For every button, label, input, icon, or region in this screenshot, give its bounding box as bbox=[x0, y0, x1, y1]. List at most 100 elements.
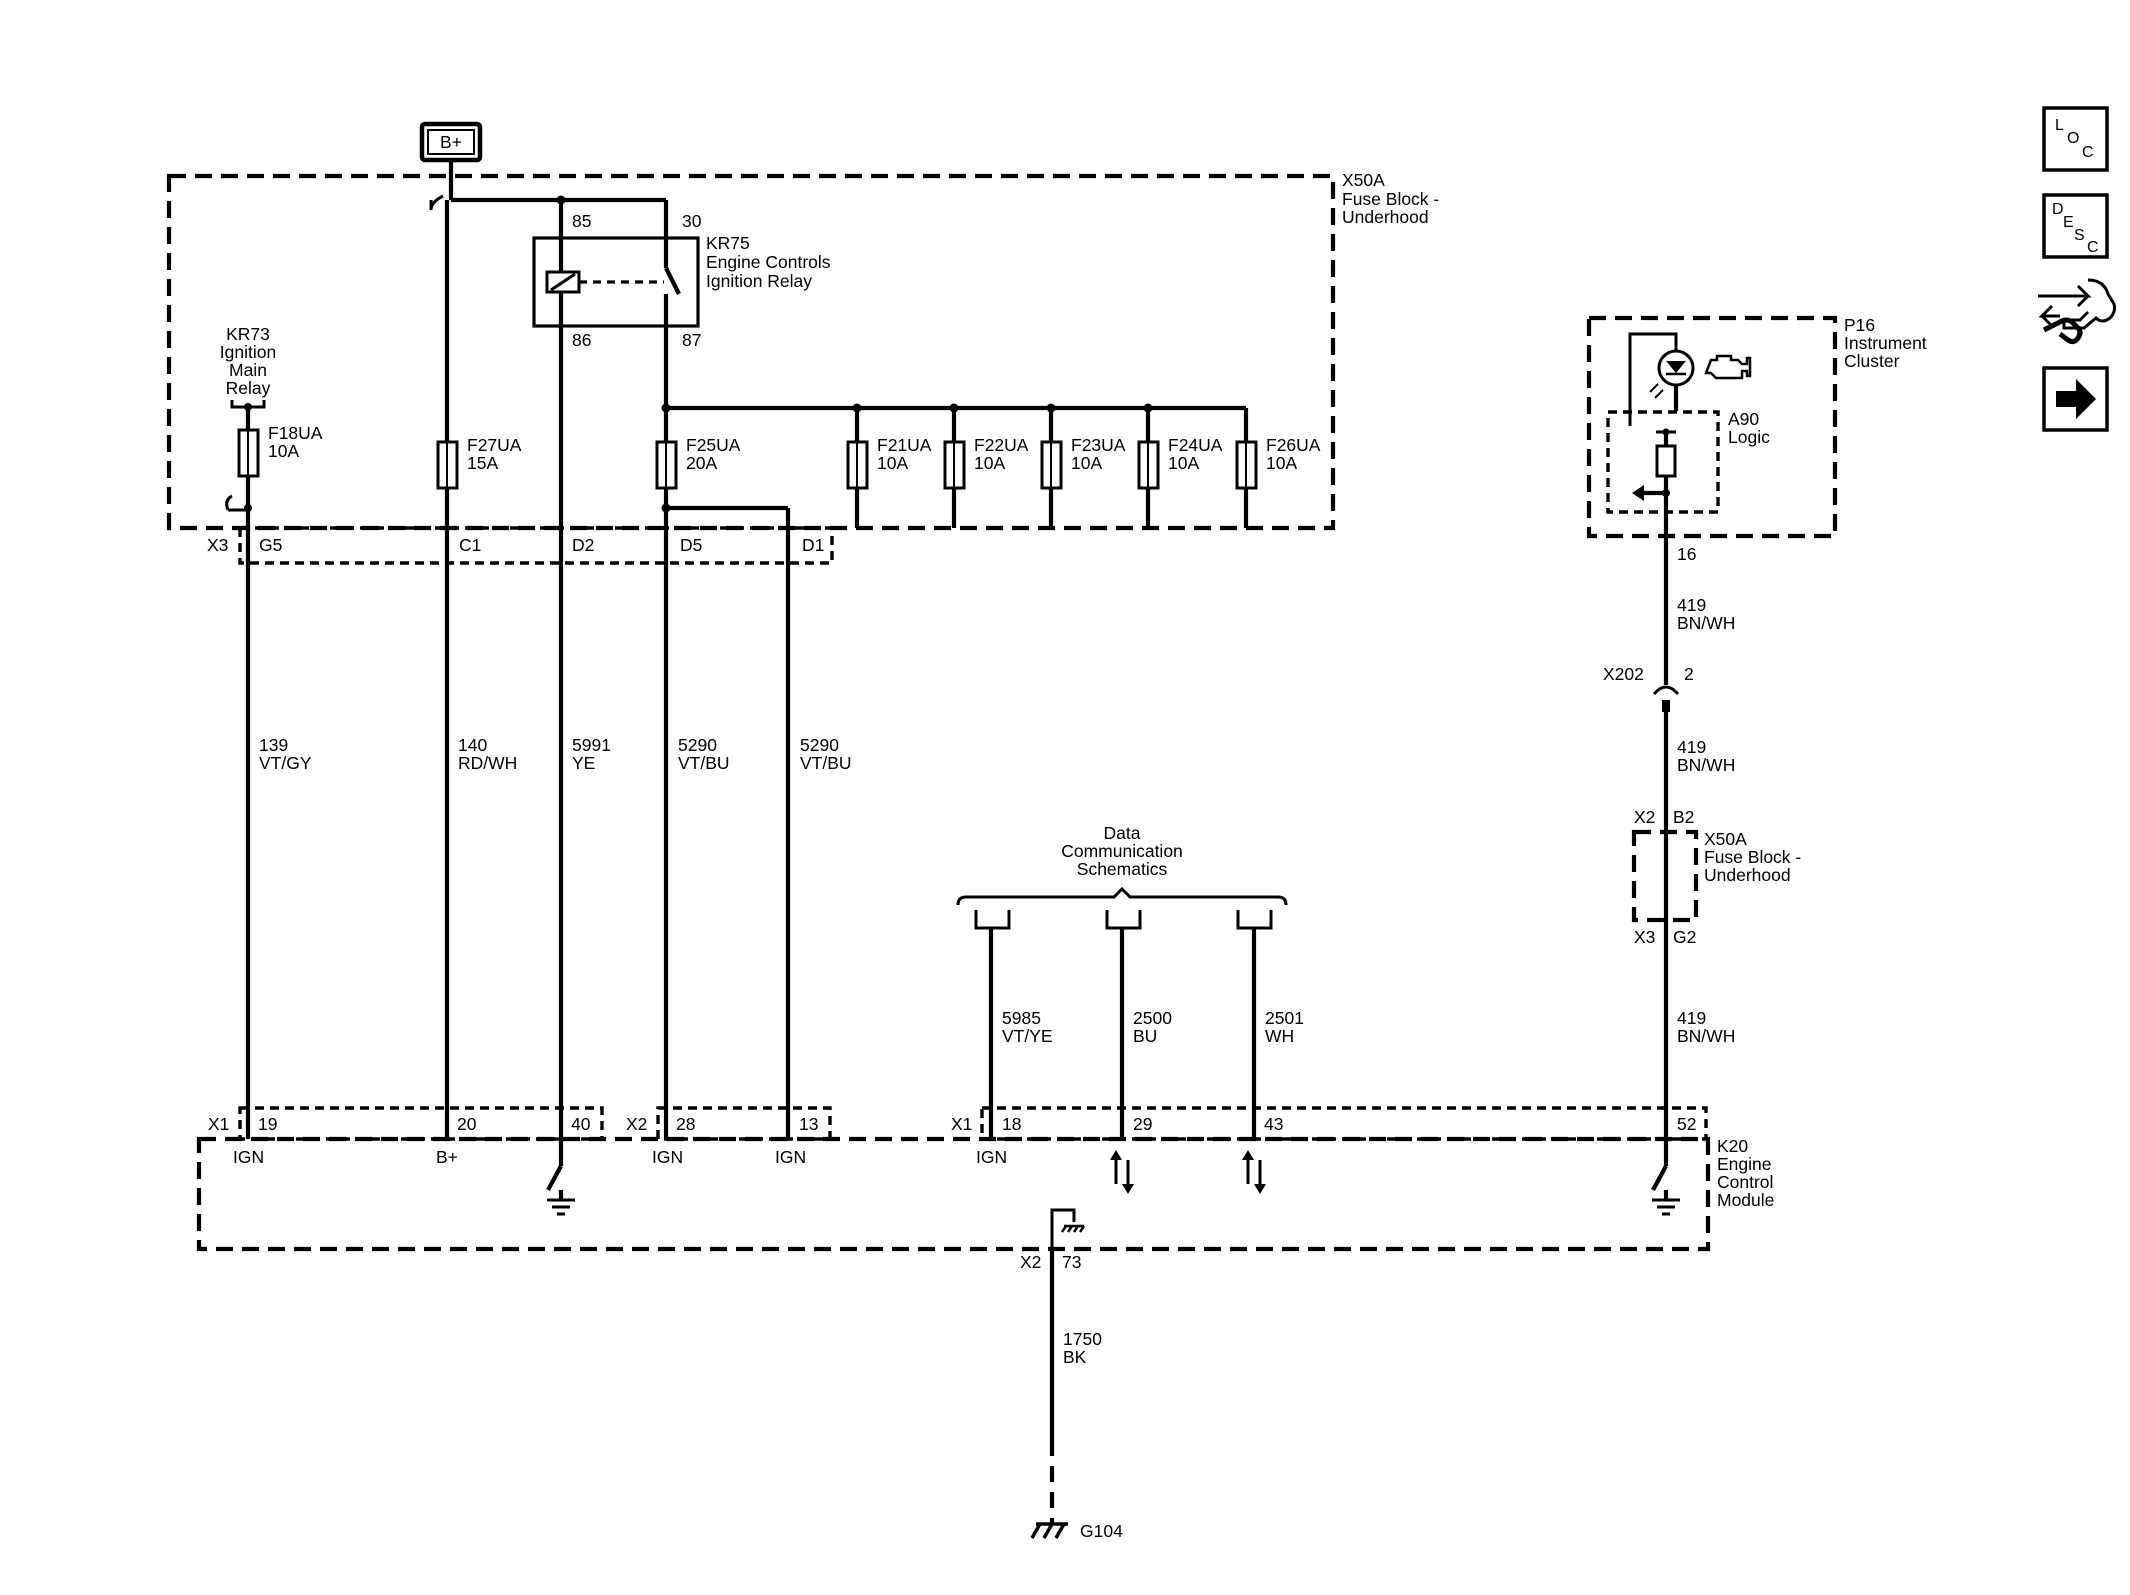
k20-x1-connector-outline bbox=[238, 1106, 604, 1141]
k20-pin52: 52 bbox=[1677, 1114, 1696, 1134]
svg-text:D: D bbox=[2052, 201, 2064, 218]
wire-5985-color: VT/YE bbox=[1002, 1026, 1053, 1046]
k20-ign-19: IGN bbox=[233, 1147, 264, 1167]
kr73-line3: Main bbox=[229, 360, 267, 380]
fuse-f21ua-rating: 10A bbox=[877, 453, 908, 473]
k20-pin40: 40 bbox=[571, 1114, 591, 1134]
x50a-small-desc2: Underhood bbox=[1704, 865, 1791, 885]
wire-140-color: RD/WH bbox=[458, 753, 517, 773]
fuse-f18ua-rating: 10A bbox=[268, 441, 299, 461]
k20-pin29: 29 bbox=[1133, 1114, 1152, 1134]
fuse-f26ua bbox=[1235, 408, 1258, 528]
x50a-small-b2: B2 bbox=[1673, 807, 1694, 827]
fuse-f26ua-rating: 10A bbox=[1266, 453, 1297, 473]
data-comm-connector-2 bbox=[1105, 910, 1142, 930]
splice-break-mark bbox=[429, 194, 444, 211]
fuse-f21ua-name: F21UA bbox=[877, 435, 932, 455]
ground-label: G104 bbox=[1080, 1521, 1123, 1541]
kr73-line4: Relay bbox=[226, 378, 271, 398]
svg-text:C: C bbox=[2087, 239, 2099, 256]
fuse-f18ua-name: F18UA bbox=[268, 423, 323, 443]
fuse-f25ua-rating: 20A bbox=[686, 453, 717, 473]
k20-pin18: 18 bbox=[1002, 1114, 1021, 1134]
fuse-f27ua-rating: 15A bbox=[467, 453, 498, 473]
x3-pin-c1: C1 bbox=[459, 535, 481, 555]
fuse-f22ua-name: F22UA bbox=[974, 435, 1029, 455]
wire-140-circuit: 140 bbox=[458, 735, 487, 755]
data-comm-line3: Schematics bbox=[1077, 859, 1168, 879]
k20-x1-label: X1 bbox=[208, 1114, 229, 1134]
wire-5290b-color: VT/BU bbox=[800, 753, 852, 773]
wire-139-color: VT/GY bbox=[259, 753, 312, 773]
data-comm-bracket bbox=[956, 886, 1288, 906]
description-button[interactable]: D E S C bbox=[2042, 193, 2109, 259]
svg-text:O: O bbox=[2067, 130, 2079, 147]
wire-1750-circuit: 1750 bbox=[1063, 1329, 1102, 1349]
wire-419-middle-circuit: 419 bbox=[1677, 737, 1706, 757]
connector-repair-icon[interactable] bbox=[2038, 278, 2116, 345]
wire-419-middle-color: BN/WH bbox=[1677, 755, 1735, 775]
wire-5991-circuit: 5991 bbox=[572, 735, 611, 755]
x50a-fuse-block-outline bbox=[166, 173, 1336, 531]
data-comm-line1: Data bbox=[1104, 823, 1141, 843]
p16-desc2: Cluster bbox=[1844, 351, 1900, 371]
data-comm-connector-3 bbox=[1236, 910, 1273, 930]
a90-name: A90 bbox=[1728, 409, 1759, 429]
kr73-line1: KR73 bbox=[226, 324, 270, 344]
x3-pin-d2: D2 bbox=[572, 535, 594, 555]
kr73-line2: Ignition bbox=[220, 342, 276, 362]
fuse-f22ua-rating: 10A bbox=[974, 453, 1005, 473]
fuse-f24ua-rating: 10A bbox=[1168, 453, 1199, 473]
kr75-relay bbox=[532, 200, 700, 328]
battery-supply-label: B+ bbox=[440, 132, 462, 152]
k20-bplus-20: B+ bbox=[436, 1147, 458, 1167]
chassis-ground-icon bbox=[1030, 1522, 1068, 1539]
bidirectional-arrow-icon bbox=[1242, 1150, 1266, 1194]
k20-ign-13: IGN bbox=[775, 1147, 806, 1167]
check-engine-icon bbox=[1704, 354, 1752, 380]
fuse-f24ua bbox=[1137, 408, 1160, 528]
location-button[interactable]: L O C bbox=[2042, 106, 2109, 172]
battery-supply: B+ bbox=[419, 121, 483, 163]
fuse-f25ua-name: F25UA bbox=[686, 435, 741, 455]
a90-desc: Logic bbox=[1728, 427, 1770, 447]
arrow-right-icon bbox=[2056, 379, 2096, 419]
wire-5985-circuit: 5985 bbox=[1002, 1008, 1041, 1028]
k20-pin43: 43 bbox=[1264, 1114, 1283, 1134]
x202-connector-icon bbox=[1652, 685, 1680, 696]
wire-419-upper-circuit: 419 bbox=[1677, 595, 1706, 615]
kr75-desc1: Engine Controls bbox=[706, 252, 831, 272]
x50a-small-desc1: Fuse Block - bbox=[1704, 847, 1801, 867]
wire-5290a-circuit: 5290 bbox=[678, 735, 717, 755]
k20-pin52-driver-switch bbox=[1651, 1164, 1680, 1216]
next-page-button[interactable] bbox=[2042, 366, 2109, 432]
kr75-name: KR75 bbox=[706, 233, 750, 253]
k20-x2-label: X2 bbox=[626, 1114, 647, 1134]
wire-2501-circuit: 2501 bbox=[1265, 1008, 1304, 1028]
svg-text:E: E bbox=[2063, 214, 2074, 231]
wire-5290b-circuit: 5290 bbox=[800, 735, 839, 755]
wire-1750-color: BK bbox=[1063, 1347, 1087, 1367]
fuse-f27ua bbox=[436, 200, 459, 490]
x202-pin: 2 bbox=[1684, 664, 1694, 684]
k20-pin13: 13 bbox=[799, 1114, 818, 1134]
a90-pullup-resistor bbox=[1632, 428, 1677, 536]
x50a-small-g2: G2 bbox=[1673, 927, 1696, 947]
p16-desc1: Instrument bbox=[1844, 333, 1927, 353]
k20-ign-18: IGN bbox=[976, 1147, 1007, 1167]
x50a-desc2: Underhood bbox=[1342, 207, 1429, 227]
data-comm-connector-1 bbox=[974, 910, 1011, 930]
kr75-pin87: 87 bbox=[682, 330, 701, 350]
x50a-small-x2: X2 bbox=[1634, 807, 1655, 827]
p16-pin16: 16 bbox=[1677, 544, 1696, 564]
k20-gnd-connector: X2 bbox=[1020, 1252, 1041, 1272]
k20-ign-28: IGN bbox=[652, 1147, 683, 1167]
x3-pin-g5: G5 bbox=[259, 535, 282, 555]
fuse-f24ua-name: F24UA bbox=[1168, 435, 1223, 455]
k20-desc3: Module bbox=[1717, 1190, 1774, 1210]
x3-pin-d1: D1 bbox=[802, 535, 824, 555]
fuse-f25ua bbox=[655, 440, 678, 490]
k20-pin40-driver-switch bbox=[546, 1164, 575, 1216]
x50a-small-x3: X3 bbox=[1634, 927, 1655, 947]
